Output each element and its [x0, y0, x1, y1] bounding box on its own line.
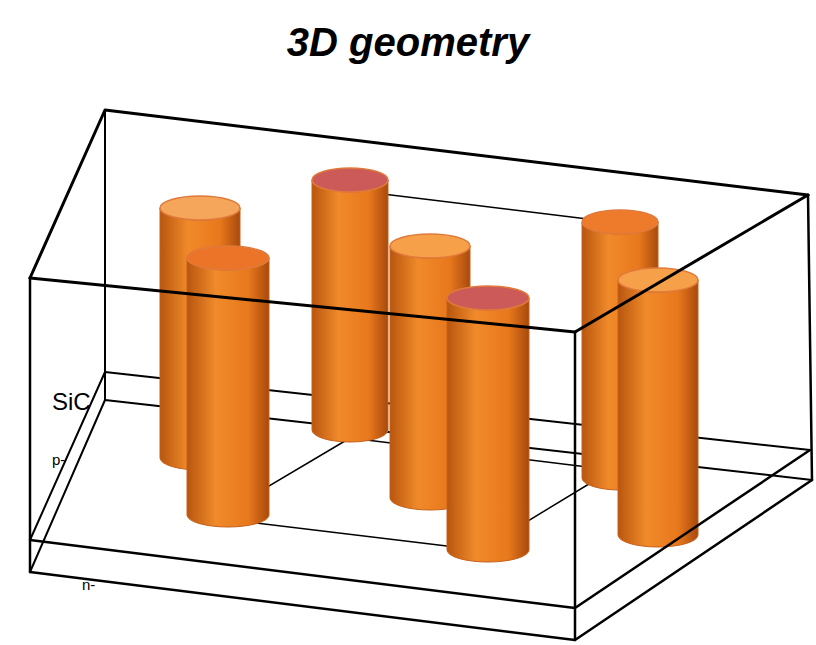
pillar-top [390, 234, 470, 258]
pillar-group [160, 168, 698, 562]
pillar-body [447, 298, 529, 562]
pillar-top [187, 246, 269, 270]
material-label: SiC [52, 390, 91, 414]
diagram-title: 3D geometry [0, 22, 816, 62]
pillar-top [447, 286, 529, 310]
layer-label: n- [82, 577, 95, 592]
layer-label: p- [52, 452, 65, 467]
pillar-top [160, 196, 240, 220]
pillar-body [618, 280, 698, 547]
box-front-lines [30, 195, 812, 640]
box-back-lines [30, 110, 812, 572]
pillar-top [582, 210, 658, 234]
pillar-top [312, 168, 388, 192]
pillar-top [618, 268, 698, 292]
